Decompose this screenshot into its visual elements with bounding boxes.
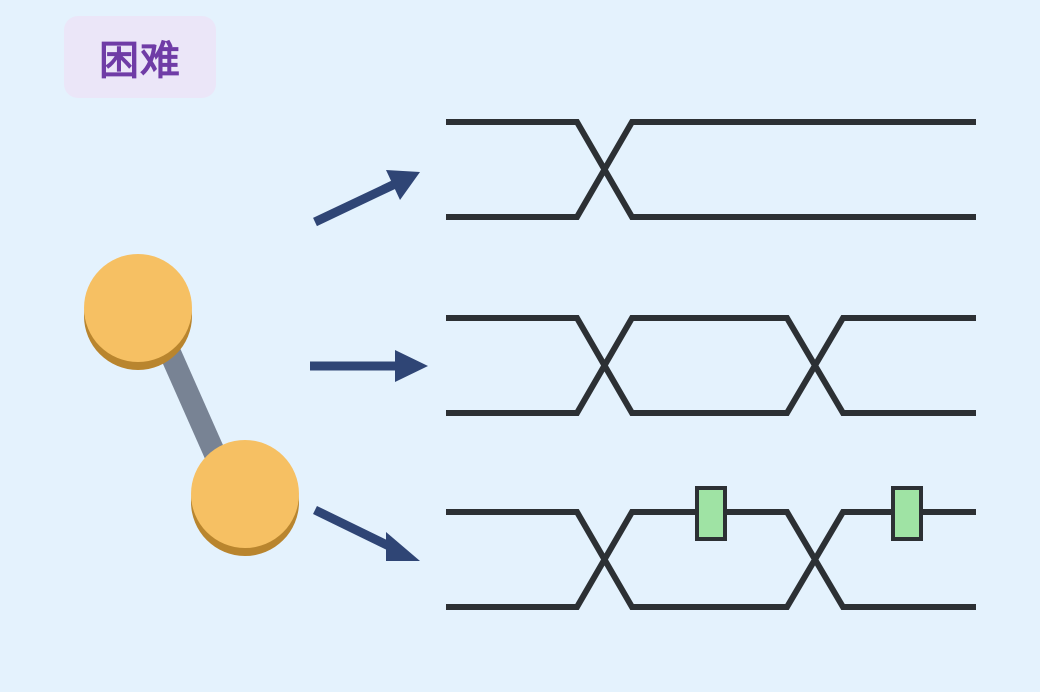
wire-top xyxy=(446,509,976,610)
diatomic-molecule-icon xyxy=(84,254,299,556)
circuit-double-swap xyxy=(446,315,976,416)
arrow-icon-up xyxy=(313,170,420,227)
wire-top xyxy=(446,315,976,416)
wire-bottom xyxy=(446,119,976,220)
atom-bottom xyxy=(191,440,299,556)
arrow-icon-down xyxy=(313,505,420,561)
single-qubit-gate-icon xyxy=(891,486,923,541)
difficulty-label: 困难 xyxy=(99,38,181,84)
atom-bottom-body xyxy=(191,440,299,548)
circuit-single-swap xyxy=(446,119,976,220)
difficulty-badge: 困难 xyxy=(64,16,216,98)
wire-top xyxy=(446,119,976,220)
arrow-icon-right xyxy=(310,350,428,382)
wire-bottom xyxy=(446,315,976,416)
single-qubit-gate-icon xyxy=(695,486,727,541)
atom-top-body xyxy=(84,254,192,362)
atom-top xyxy=(84,254,192,370)
circuit-double-swap-with-gates xyxy=(446,486,976,610)
